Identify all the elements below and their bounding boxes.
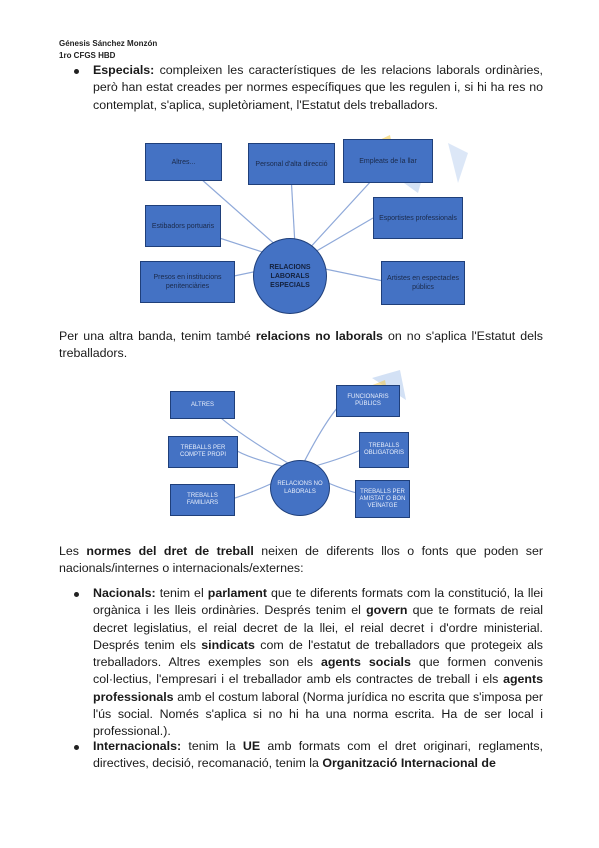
author-name: Génesis Sánchez Monzón (59, 39, 158, 48)
paragraph-no-laborals: Per una altra banda, tenim també relacio… (59, 328, 543, 363)
bullet-dot (74, 745, 79, 750)
box-empleats-llar: Empleats de la llar (343, 139, 433, 183)
bullet-nacionals: Nacionals: tenim el parlament que te dif… (74, 585, 544, 741)
term-especials: Especials: (93, 63, 155, 77)
document-header: Génesis Sánchez Monzón 1ro CFGS HBD (59, 38, 157, 62)
box-artistes: Artistes en espectacles públics (381, 261, 465, 305)
box-amistat: TREBALLS PER AMISTAT O BON VEÏNATGE (355, 480, 410, 518)
bullet-especials: Especials: compleixen les característiqu… (74, 62, 543, 114)
nacionals-bold-2: govern (366, 603, 408, 618)
bullet-dot (74, 69, 79, 74)
diagram-relacions-especials: Altres... Personal d'alta direcció Emple… (128, 133, 468, 315)
term-internacionals: Internacionals: (93, 739, 182, 753)
box-personal-alta-direccio: Personal d'alta direcció (248, 143, 335, 185)
internacionals-bold-2: Organització Internacional de (322, 756, 496, 771)
internacionals-bold-1: UE (242, 739, 261, 753)
box-familiars: TREBALLS FAMILIARS (170, 484, 235, 516)
center-relacions-especials: RELACIONS LABORALS ESPECIALS (253, 238, 327, 314)
bullet-dot (74, 592, 79, 597)
internacionals-text-2: amb formats com el dret originari, regla… (93, 739, 543, 771)
box-altres: Altres... (145, 143, 222, 181)
box-altres-2: ALTRES (170, 391, 235, 419)
no-laborals-post: on no s'aplica l'Estatut dels treballado… (59, 329, 544, 361)
nacionals-text-2: que te diferents formats com la constitu… (93, 586, 543, 618)
nacionals-bold-1: parlament (207, 586, 267, 600)
nacionals-text-3: que te formats de reial decret legislati… (93, 603, 543, 652)
term-normes: normes del dret de treball (86, 544, 254, 558)
nacionals-text-1: tenim el (155, 586, 208, 600)
nacionals-text-6: amb el costum laboral (Norma jurídica no… (93, 689, 543, 739)
box-presos: Presos en institucions penitenciàries (140, 261, 235, 303)
nacionals-bold-3: sindicats (201, 637, 255, 652)
box-esportistes-professionals: Esportistes professionals (373, 197, 463, 239)
box-estibadors-portuaris: Estibadors portuaris (145, 205, 221, 247)
nacionals-text-5: que formen convenis col·lectius, l'empre… (93, 655, 544, 687)
no-laborals-pre: Per una altra banda, tenim també (59, 329, 256, 343)
paragraph-normes: Les normes del dret de treball neixen de… (59, 543, 543, 578)
term-nacionals: Nacionals: (93, 586, 156, 600)
diagram-relacions-no-laborals: ALTRES FUNCIONARIS PÚBLICS TREBALLS PER … (160, 370, 410, 525)
box-compte-propi: TREBALLS PER COMPTE PROPI (168, 436, 238, 468)
box-funcionaris: FUNCIONARIS PÚBLICS (336, 385, 400, 417)
box-obligatoris: TREBALLS OBLIGATORIS (359, 432, 409, 468)
center-relacions-no-laborals: RELACIONS NO LABORALS (270, 460, 330, 516)
nacionals-bold-5: agents professionals (93, 672, 543, 704)
term-no-laborals: relacions no laborals (255, 329, 383, 343)
especials-text: compleixen les característiques de les r… (93, 63, 543, 112)
normes-post: neixen de diferents llos o fonts que pod… (59, 544, 544, 576)
nacionals-text-4: com de l'estatut de treballadors que pro… (93, 637, 543, 670)
normes-pre: Les (59, 544, 87, 558)
bullet-internacionals: Internacionals: tenim la UE amb formats … (74, 738, 543, 773)
nacionals-bold-4: agents socials (320, 655, 411, 670)
internacionals-text-1: tenim la (181, 739, 243, 753)
course-label: 1ro CFGS HBD (59, 51, 116, 60)
